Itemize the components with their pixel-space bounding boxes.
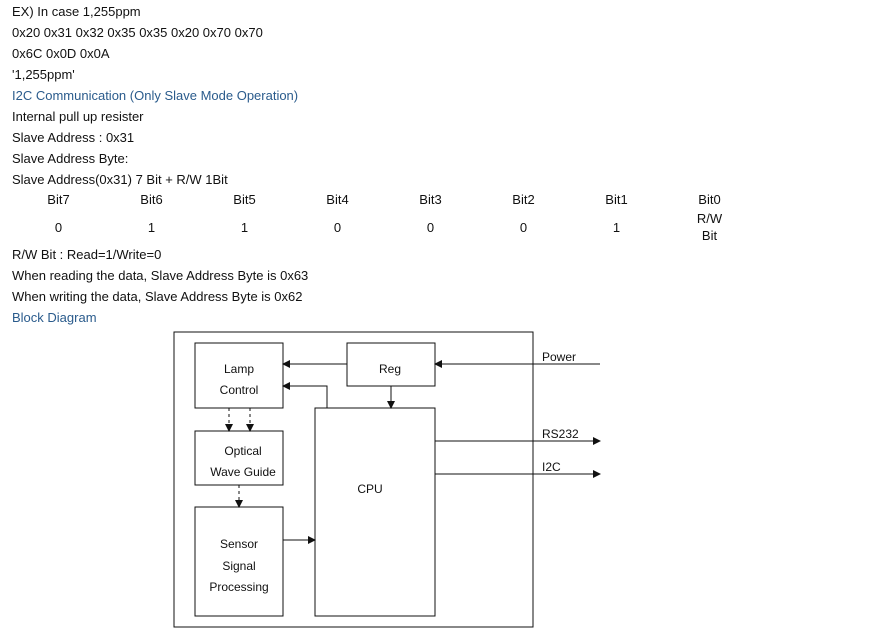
slave-address-bits-line: Slave Address(0x31) 7 Bit + R/W 1Bit: [12, 172, 228, 187]
bit-value-row: 0 1 1 0 0 0 1 R/W Bit: [12, 209, 756, 245]
lamp-label-2: Control: [220, 383, 259, 397]
block-diagram-heading: Block Diagram: [12, 310, 97, 325]
bit-value: 0: [54, 219, 63, 235]
hex-line-2: 0x6C 0x0D 0x0A: [12, 46, 110, 61]
bit-value: 0: [519, 219, 528, 235]
optical-label-1: Optical: [224, 444, 261, 458]
bit-value-rw-line1: R/W: [696, 211, 723, 226]
example-line: EX) In case 1,255ppm: [12, 4, 141, 19]
bit-header: Bit0: [698, 192, 721, 207]
sensor-block: Sensor Signal Processing: [194, 506, 284, 617]
cpu-label: CPU: [357, 482, 382, 496]
bit-header-row: Bit7 Bit6 Bit5 Bit4 Bit3 Bit2 Bit1 Bit0: [12, 191, 756, 209]
optical-wave-guide-block: Optical Wave Guide: [194, 430, 284, 486]
bit-value-rw: R/W Bit: [663, 209, 756, 245]
bit-header: Bit1: [605, 192, 628, 207]
bit-header: Bit7: [47, 192, 70, 207]
bit-value-rw-line2: Bit: [701, 228, 718, 243]
slave-address-line: Slave Address : 0x31: [12, 130, 135, 145]
i2c-label: I2C: [542, 460, 561, 474]
ascii-line: '1,255ppm': [12, 67, 75, 82]
bit-header: Bit6: [140, 192, 163, 207]
sensor-label-2: Signal: [222, 559, 255, 573]
sensor-label-1: Sensor: [220, 537, 258, 551]
optical-label-2: Wave Guide: [210, 465, 276, 479]
lamp-control-block: Lamp Control: [194, 342, 284, 409]
reg-block: Reg: [346, 342, 436, 387]
bit-value: 1: [147, 219, 156, 235]
rs232-label: RS232: [542, 427, 579, 441]
writing-line: When writing the data, Slave Address Byt…: [12, 289, 303, 304]
reg-label: Reg: [379, 362, 401, 376]
power-label: Power: [542, 350, 576, 364]
bit-header: Bit4: [326, 192, 349, 207]
slave-address-byte-line: Slave Address Byte:: [12, 151, 129, 166]
pullup-line: Internal pull up resister: [12, 109, 144, 124]
bit-value: 0: [333, 219, 342, 235]
bit-header: Bit2: [512, 192, 535, 207]
bit-value: 1: [240, 219, 249, 235]
bit-header: Bit3: [419, 192, 442, 207]
sensor-label-3: Processing: [209, 580, 268, 594]
bit-table: Bit7 Bit6 Bit5 Bit4 Bit3 Bit2 Bit1 Bit0 …: [12, 191, 756, 245]
cpu-to-lamp-arrow: [282, 382, 328, 408]
cpu-block: CPU: [314, 407, 436, 617]
i2c-heading: I2C Communication (Only Slave Mode Opera…: [12, 88, 299, 103]
rw-bit-line: R/W Bit : Read=1/Write=0: [12, 247, 162, 262]
hex-line-1: 0x20 0x31 0x32 0x35 0x35 0x20 0x70 0x70: [12, 25, 263, 40]
bit-header: Bit5: [233, 192, 256, 207]
bit-value: 0: [426, 219, 435, 235]
reading-line: When reading the data, Slave Address Byt…: [12, 268, 309, 283]
bit-value: 1: [612, 219, 621, 235]
lamp-label-1: Lamp: [224, 362, 254, 376]
diagram-frame: [173, 331, 534, 628]
